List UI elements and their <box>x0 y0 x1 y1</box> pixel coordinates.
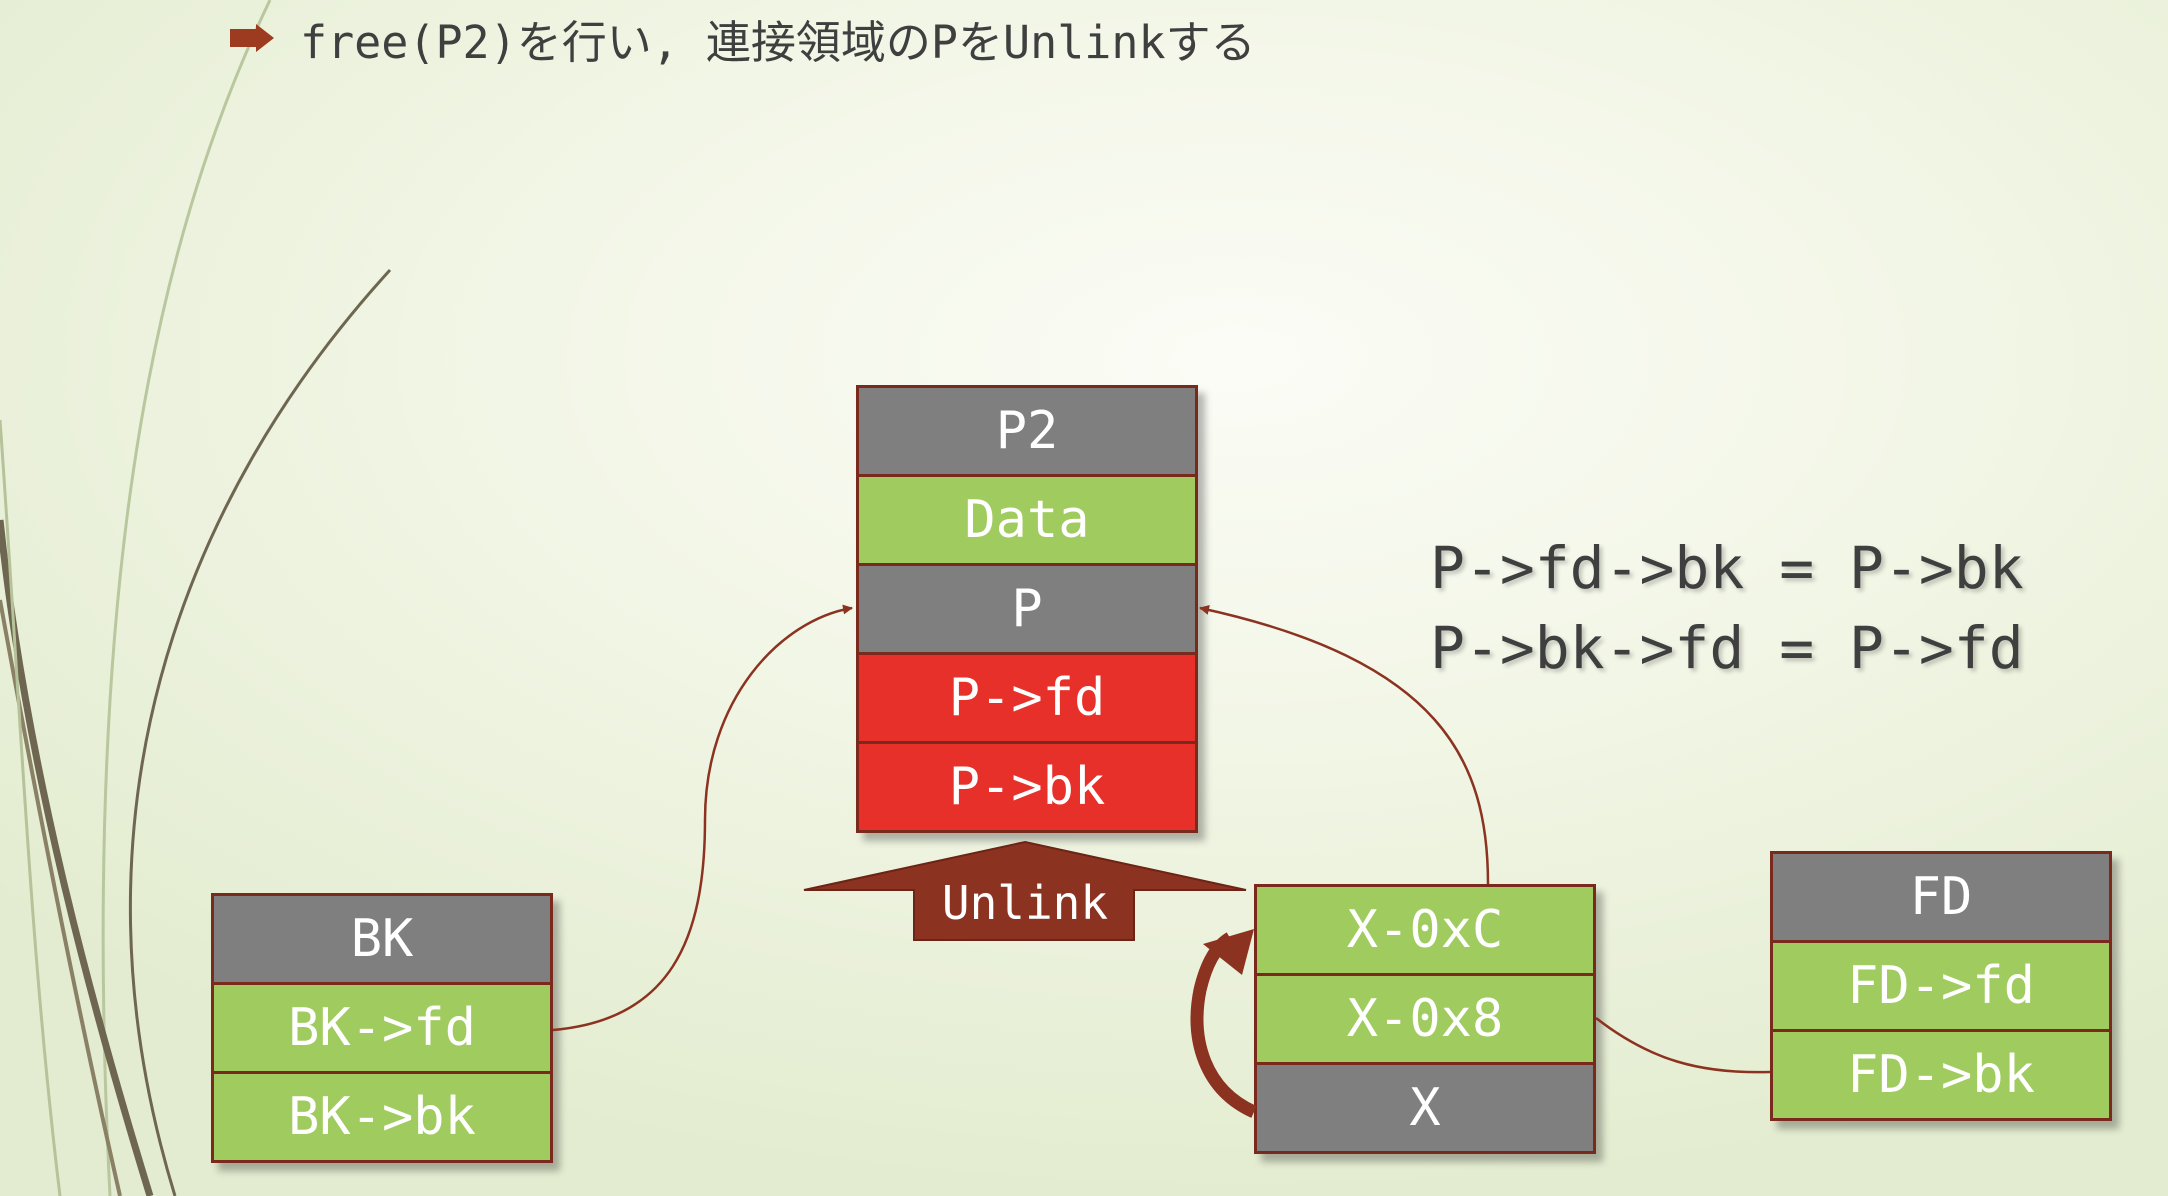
bullet-text: free(P2)を行い, 連接領域のPをUnlinkする <box>300 15 1256 69</box>
chunk-bk: BK BK->fd BK->bk <box>211 893 553 1163</box>
chunk-p2-header: P2 <box>856 385 1198 477</box>
formula-line-1: P->fd->bk = P->bk <box>1430 534 2024 602</box>
chunk-bk-fd: BK->fd <box>211 982 553 1074</box>
chunk-x-minus-0x8: X-0x8 <box>1254 973 1596 1065</box>
chunk-p2-data: Data <box>856 474 1198 566</box>
chunk-bk-bk: BK->bk <box>211 1071 553 1163</box>
chunk-fd: FD FD->fd FD->bk <box>1770 851 2112 1121</box>
unlink-label: Unlink <box>941 876 1109 930</box>
formula-line-2: P->bk->fd = P->fd <box>1430 614 2024 682</box>
chunk-x-minus-0xc: X-0xC <box>1254 884 1596 976</box>
unlink-formulas: P->fd->bk = P->bk P->bk->fd = P->fd <box>1430 528 2024 688</box>
chunk-p2-fd: P->fd <box>856 652 1198 744</box>
chunk-x-x: X <box>1254 1062 1596 1154</box>
chunk-p2-bk: P->bk <box>856 741 1198 833</box>
bullet-line: free(P2)を行い, 連接領域のPをUnlinkする <box>230 8 1256 69</box>
chunk-x: X-0xC X-0x8 X <box>1254 884 1596 1154</box>
chunk-fd-bk: FD->bk <box>1770 1029 2112 1121</box>
bullet-arrow-icon <box>230 24 274 52</box>
chunk-p2: P2 Data P P->fd P->bk <box>856 385 1198 833</box>
chunk-fd-header: FD <box>1770 851 2112 943</box>
chunk-fd-fd: FD->fd <box>1770 940 2112 1032</box>
chunk-p2-p: P <box>856 563 1198 655</box>
chunk-bk-header: BK <box>211 893 553 985</box>
